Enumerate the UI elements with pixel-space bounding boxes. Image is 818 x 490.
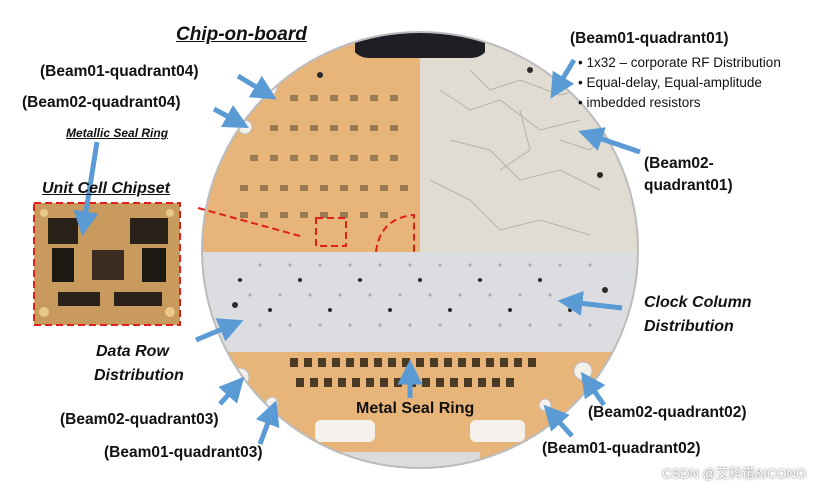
arrow-beam02-q02 (580, 371, 607, 407)
label-beam01-q04: (Beam01-quadrant04) (40, 63, 199, 80)
label-beam01-q01: (Beam01-quadrant01) (570, 30, 729, 47)
arrow-metallic-seal-ring (73, 141, 100, 237)
label-metal-seal-ring: Metal Seal Ring (356, 400, 475, 417)
arrow-data-row (195, 318, 244, 343)
diagram-title: Chip-on-board (176, 24, 307, 45)
bullet-2-text: Equal-delay, Equal-amplitude (586, 75, 762, 90)
bullet-3: • imbedded resistors (578, 95, 701, 110)
red-dashed-outline (197, 207, 415, 253)
arrow-beam01-q01 (550, 58, 577, 99)
unit-cell-inset (33, 202, 181, 326)
label-beam01-q03: (Beam01-quadrant03) (104, 444, 263, 461)
label-beam02-q04: (Beam02-quadrant04) (22, 94, 181, 111)
arrow-beam02-q03 (218, 376, 245, 406)
label-data-row-line1: Data Row (96, 343, 169, 360)
label-data-row-line2: Distribution (94, 367, 184, 384)
arrow-beam02-q04 (212, 105, 249, 128)
arrow-beam02-q01 (578, 127, 641, 155)
arrow-clock-column (557, 291, 623, 316)
label-beam02-q03: (Beam02-quadrant03) (60, 411, 219, 428)
bullet-1: • 1x32 – corporate RF Distribution (578, 55, 781, 70)
label-clock-column-line2: Distribution (644, 318, 734, 335)
label-beam02-q01-line2: quadrant01) (644, 177, 733, 194)
label-beam02-q01-line1: (Beam02- (644, 155, 714, 172)
arrow-beam01-q02 (543, 404, 574, 438)
bullet-1-text: 1x32 – corporate RF Distribution (586, 55, 781, 70)
label-clock-column-line1: Clock Column (644, 294, 752, 311)
bullet-3-text: imbedded resistors (586, 95, 701, 110)
arrow-beam01-q04 (236, 73, 277, 100)
arrow-beam01-q03 (255, 400, 280, 445)
callout-arrows (73, 58, 641, 445)
label-metallic-seal-ring: Metallic Seal Ring (66, 126, 169, 140)
label-unit-cell-chipset: Unit Cell Chipset (42, 180, 171, 197)
label-beam01-q02: (Beam01-quadrant02) (542, 440, 701, 457)
label-beam02-q02: (Beam02-quadrant02) (588, 404, 747, 421)
watermark: CSDN @艾科诺&ICONO (662, 466, 806, 481)
bullet-2: • Equal-delay, Equal-amplitude (578, 75, 762, 90)
